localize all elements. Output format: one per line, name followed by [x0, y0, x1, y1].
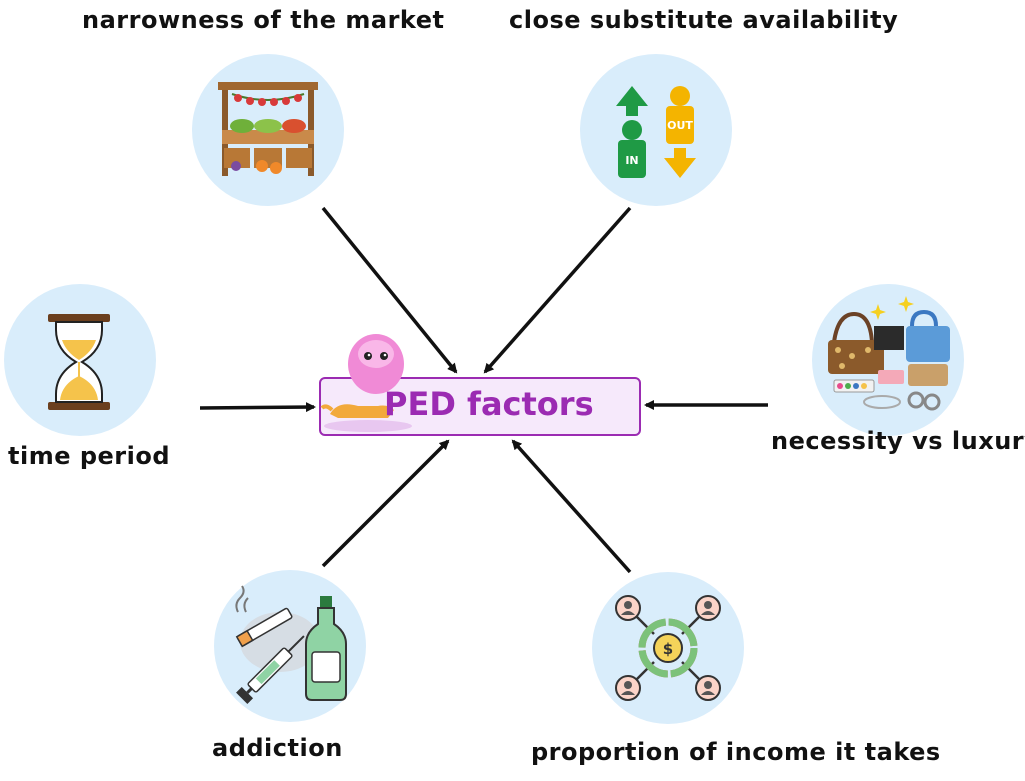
label-narrowness: narrowness of the market: [82, 6, 445, 34]
arrow-narrowness: [321, 206, 458, 374]
hourglass-icon: [48, 314, 110, 410]
arrow-income: [511, 439, 632, 574]
in-out-arrows-icon: IN OUT: [616, 86, 696, 178]
circle-addiction: [214, 570, 366, 722]
arrow-substitutes: [483, 206, 632, 374]
circle-narrowness: [192, 54, 344, 206]
circle-necessity: [812, 284, 964, 436]
label-income: proportion of income it takes: [531, 738, 941, 766]
money-network-icon: $: [615, 595, 721, 701]
arrow-addiction: [321, 439, 450, 568]
cigarette-syringe-bottle-icon: [235, 585, 347, 704]
in-text: IN: [625, 154, 638, 167]
luxury-goods-icon: [828, 296, 950, 411]
label-addiction: addiction: [212, 734, 343, 762]
out-text: OUT: [667, 119, 693, 132]
genie-mascot-icon: [320, 334, 412, 432]
circle-time: [4, 284, 156, 436]
label-necessity: necessity vs luxury: [771, 427, 1025, 455]
label-substitutes: close substitute availability: [509, 6, 899, 34]
center-title: PED factors: [384, 385, 594, 423]
arrow-time: [199, 402, 316, 413]
market-stall-icon: [218, 82, 318, 176]
dollar-text: $: [663, 640, 673, 658]
circle-income: $: [592, 572, 744, 724]
circle-substitutes: IN OUT: [580, 54, 732, 206]
label-time: time period: [8, 442, 171, 470]
